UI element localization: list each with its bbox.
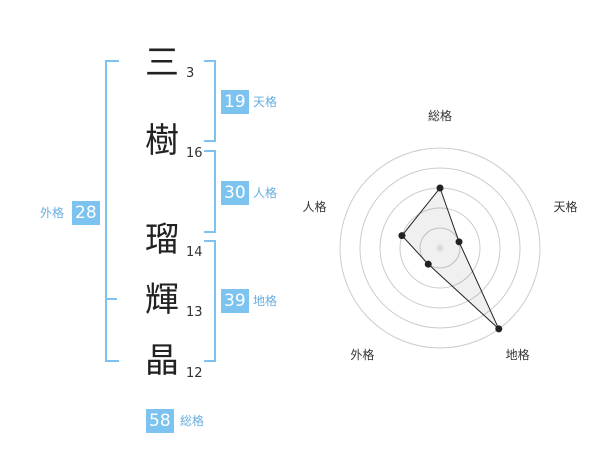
- radar-point-1: [436, 184, 444, 192]
- tenkaku-value: 19: [221, 90, 249, 114]
- radar-grid-ring: [359, 167, 521, 329]
- name-char-5: 晶: [145, 341, 179, 381]
- stroke-count-3: 14: [186, 245, 203, 260]
- gaikaku-value: 28: [72, 201, 100, 225]
- radar-center-dot: [436, 244, 444, 252]
- stroke-count-4: 13: [186, 305, 203, 320]
- soukaku-label: 総格: [180, 414, 205, 428]
- chikaku-value: 39: [221, 289, 249, 313]
- stroke-count-2: 16: [186, 146, 203, 161]
- radar-point-3: [495, 325, 503, 333]
- radar-axis-label-5: 人格: [302, 199, 326, 214]
- radar-grid-ring: [339, 147, 541, 349]
- soukaku-value: 58: [146, 409, 174, 433]
- tenkaku-label: 天格: [253, 95, 278, 109]
- name-char-3: 瑠: [145, 220, 179, 260]
- gaikaku-bracket: [105, 60, 119, 362]
- radar-point-2: [455, 238, 463, 246]
- jinkaku-label: 人格: [253, 186, 278, 200]
- radar-axis-label-4: 外格: [350, 347, 374, 362]
- name-char-2: 樹: [145, 121, 179, 161]
- name-char-1: 三: [145, 43, 179, 83]
- radar-point-5: [398, 232, 406, 240]
- gaikaku-label: 外格: [40, 206, 65, 220]
- tenkaku-bracket: [204, 60, 216, 142]
- radar-point-4: [424, 260, 432, 268]
- jinkaku-value: 30: [221, 181, 249, 205]
- radar-polygon: [401, 186, 500, 330]
- stroke-count-5: 12: [186, 366, 203, 381]
- chikaku-bracket: [204, 240, 216, 362]
- radar-axis-label-1: 総格: [428, 108, 452, 123]
- radar-axis-label-2: 天格: [554, 199, 578, 214]
- name-char-4: 輝: [145, 280, 179, 320]
- chikaku-label: 地格: [253, 294, 278, 308]
- radar-axis-label-3: 地格: [506, 347, 530, 362]
- gaikaku-bracket-mid: [105, 298, 117, 300]
- radar-grid-ring: [399, 207, 481, 289]
- jinkaku-bracket: [204, 150, 216, 233]
- radar-grid-ring: [419, 227, 461, 269]
- stroke-count-1: 3: [186, 66, 195, 81]
